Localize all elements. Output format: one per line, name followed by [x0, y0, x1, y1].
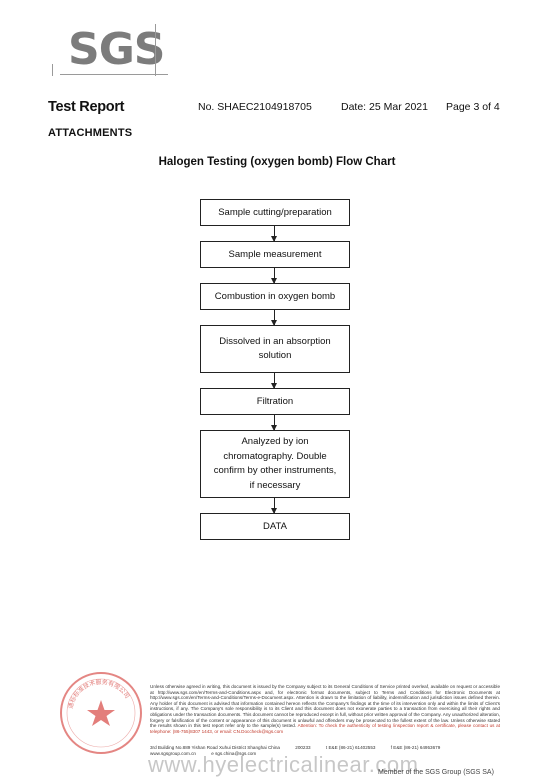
page-number: Page 3 of 4: [446, 101, 500, 113]
logo-text: SGS: [68, 24, 165, 75]
postcode: 200233: [295, 745, 311, 750]
disclaimer-text: Unless otherwise agreed in writing, this…: [150, 684, 500, 729]
logo-frame-line: [155, 24, 156, 76]
logo-frame-line: [60, 74, 168, 75]
website: www.sgsgroup.com.cn: [150, 751, 196, 756]
member-statement: Member of the SGS Group (SGS SA): [378, 769, 494, 776]
flow-arrow: [271, 415, 277, 431]
flow-arrow: [271, 310, 277, 326]
flow-arrow: [271, 268, 277, 284]
flow-step-data: DATA: [200, 513, 350, 540]
legal-disclaimer: Unless otherwise agreed in writing, this…: [150, 684, 500, 734]
sgs-logo: SGS: [52, 24, 168, 76]
flow-step-sample-measurement: Sample measurement: [200, 241, 350, 268]
flowchart-title: Halogen Testing (oxygen bomb) Flow Chart: [158, 156, 396, 168]
flow-arrow: [271, 373, 277, 389]
flow-step-dissolved: Dissolved in an absorption solution: [200, 325, 350, 373]
flow-arrow: [271, 498, 277, 514]
watermark: www.hyelectricalinear.com: [148, 752, 419, 777]
flow-arrow: [271, 226, 277, 242]
flow-step-analyzed: Analyzed by ion chromatography. Double c…: [200, 430, 350, 498]
address-line: 3rd Building No.889 Yishan Road Xuhui Di…: [150, 745, 280, 750]
email: e sgs.china@sgs.com: [211, 751, 257, 756]
fax: f E&E (86-21) 64953679: [390, 745, 441, 750]
attention-text: Attention: To check the authenticity of …: [150, 723, 501, 734]
company-seal: 通标标准技术服务有限公司: [60, 672, 142, 754]
telephone: t E&E (86-21) 61402553: [325, 745, 376, 750]
report-title: Test Report: [48, 99, 125, 115]
report-date: Date: 25 Mar 2021: [341, 101, 428, 113]
company-address: 3rd Building No.889 Yishan Road Xuhui Di…: [150, 745, 500, 757]
flow-step-combustion: Combustion in oxygen bomb: [200, 283, 350, 310]
logo-frame-line: [52, 64, 53, 76]
section-heading: ATTACHMENTS: [48, 127, 133, 139]
report-number: No. SHAEC2104918705: [198, 101, 312, 113]
flow-step-sample-cutting: Sample cutting/preparation: [200, 199, 350, 226]
flow-step-filtration: Filtration: [200, 388, 350, 415]
